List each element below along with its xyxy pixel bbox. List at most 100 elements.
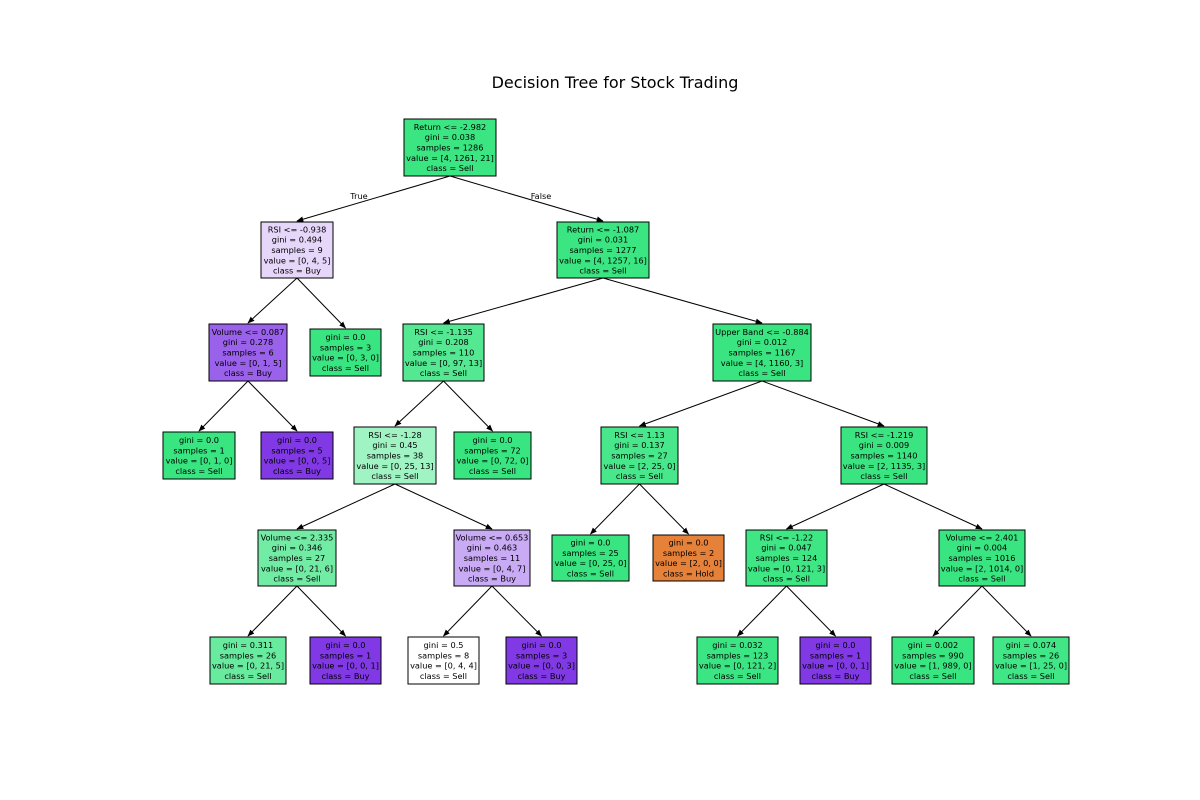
edge-label-false: False: [531, 191, 552, 201]
node-box: [309, 328, 382, 377]
node-line: value = [0, 4, 4]: [410, 661, 477, 671]
node-line: samples = 1277: [570, 245, 637, 255]
node-line: class = Hold: [663, 568, 714, 578]
node-line: samples = 26: [1003, 650, 1060, 660]
tree-edge: [296, 175, 451, 222]
node-box: [840, 426, 928, 485]
node-line: samples = 8: [418, 650, 469, 660]
node-line: gini = 0.278: [223, 337, 273, 347]
node-line: samples = 990: [902, 650, 964, 660]
node-line: class = Buy: [321, 671, 369, 681]
tree-edge: [761, 380, 885, 427]
node-line: gini = 0.012: [737, 337, 787, 347]
node-line: value = [0, 25, 13]: [356, 461, 433, 471]
node-box: [992, 636, 1070, 685]
node-box: [453, 529, 531, 587]
node-line: class = Sell: [909, 671, 956, 681]
node-line: RSI <= -1.22: [760, 532, 813, 542]
tree-edge: [198, 380, 249, 432]
node-line: samples = 5: [271, 445, 322, 455]
node-line: gini = 0.004: [957, 543, 1007, 553]
node-line: class = Sell: [175, 466, 222, 476]
node-box: [938, 529, 1026, 587]
node-box: [407, 636, 480, 685]
node-line: value = [0, 97, 13]: [405, 358, 482, 368]
node-line: samples = 9: [271, 245, 322, 255]
node-line: samples = 3: [320, 342, 371, 352]
node-line: value = [0, 121, 2]: [699, 661, 776, 671]
node-line: gini = 0.0: [325, 332, 365, 342]
node-line: samples = 110: [413, 348, 475, 358]
node-line: value = [1, 989, 0]: [894, 661, 971, 671]
node-line: samples = 38: [367, 451, 424, 461]
node-line: samples = 26: [220, 650, 277, 660]
node-line: gini = 0.463: [467, 543, 517, 553]
node-line: samples = 2: [663, 548, 714, 558]
node-box: [712, 323, 812, 382]
node-line: samples = 1: [810, 650, 861, 660]
node-line: class = Sell: [579, 266, 626, 276]
node-box: [162, 431, 236, 480]
node-line: gini = 0.45: [372, 440, 417, 450]
tree-edge: [639, 483, 689, 535]
tree-edge: [786, 585, 836, 637]
node-line: class = Sell: [958, 574, 1005, 584]
node-line: gini = 0.0: [179, 435, 219, 445]
node-line: value = [0, 0, 1]: [802, 661, 869, 671]
node-line: samples = 27: [269, 553, 326, 563]
node-line: samples = 27: [611, 451, 668, 461]
node-line: gini = 0.0: [325, 640, 365, 650]
tree-edge: [638, 380, 763, 427]
node-line: samples = 1: [173, 445, 224, 455]
node-line: gini = 0.074: [1006, 640, 1056, 650]
node-box: [209, 636, 287, 685]
node-line: gini = 0.346: [272, 543, 322, 553]
tree-edge: [296, 277, 346, 329]
node-line: class = Buy: [273, 466, 321, 476]
node-line: gini = 0.137: [614, 440, 664, 450]
tree-edge: [443, 380, 493, 432]
node-line: gini = 0.0: [570, 538, 610, 548]
node-line: value = [4, 1160, 3]: [721, 358, 803, 368]
node-line: value = [0, 21, 5]: [212, 661, 284, 671]
node-line: RSI <= -1.219: [855, 430, 914, 440]
node-line: gini = 0.0: [668, 538, 708, 548]
node-line: value = [4, 1257, 16]: [559, 255, 647, 265]
node-box: [260, 221, 334, 279]
node-box: [799, 636, 872, 685]
edge-label-true: True: [349, 191, 367, 201]
tree-edge: [247, 585, 298, 637]
node-line: samples = 3: [516, 650, 567, 660]
tree-edge: [442, 277, 604, 324]
node-box: [600, 426, 679, 485]
tree-edge: [932, 585, 983, 637]
node-line: class = Sell: [714, 671, 761, 681]
node-line: class = Buy: [273, 266, 321, 276]
node-box: [353, 426, 437, 485]
node-line: value = [0, 1, 5]: [215, 358, 282, 368]
node-box: [556, 221, 650, 279]
node-box: [208, 323, 288, 382]
node-line: samples = 1: [320, 650, 371, 660]
node-line: gini = 0.002: [908, 640, 958, 650]
node-line: class = Sell: [567, 568, 614, 578]
node-line: value = [0, 1, 0]: [166, 456, 233, 466]
node-line: Return <= -1.087: [567, 224, 640, 234]
